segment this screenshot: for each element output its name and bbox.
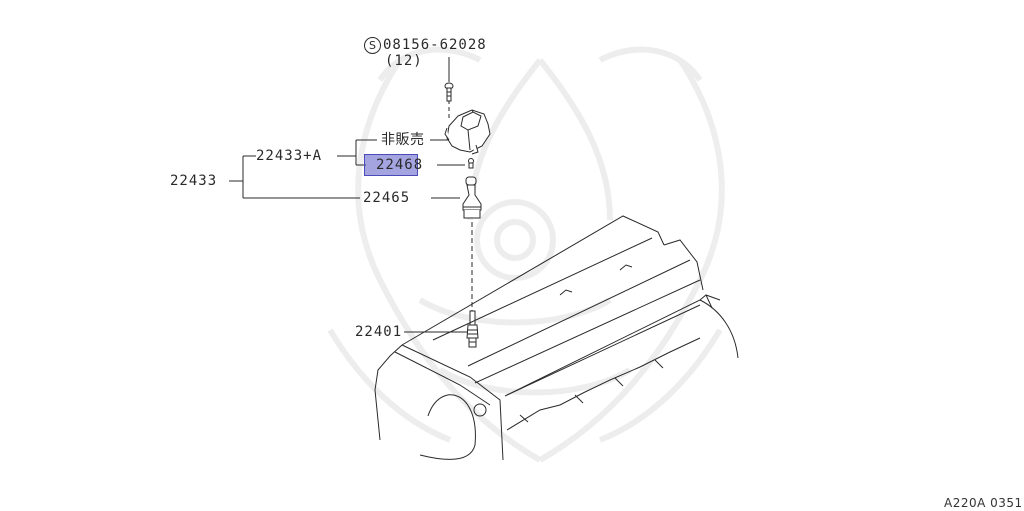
boot-part-number[interactable]: 22465	[363, 190, 411, 206]
service-symbol-icon: S	[364, 37, 381, 54]
bolt-quantity: (12)	[385, 53, 423, 69]
coil-spring-icon	[468, 158, 474, 169]
watermark-emblem-icon	[327, 46, 725, 463]
coil-part-number[interactable]: 22468	[376, 157, 424, 173]
figure-code: A220A 0351	[944, 496, 1023, 510]
assembly-a-part-number[interactable]: 22433+A	[256, 148, 323, 164]
not-for-sale-label: 非販売	[381, 132, 425, 148]
assembly-root-part-number[interactable]: 22433	[170, 173, 218, 189]
bolt-icon	[444, 82, 454, 102]
bolt-part-number[interactable]: 08156-62028	[383, 37, 487, 53]
cylinder-head-cover-icon	[374, 215, 739, 461]
spark-plug-boot-icon	[462, 176, 482, 219]
spark-plug-part-number[interactable]: 22401	[355, 324, 403, 340]
spark-plug-icon	[466, 310, 479, 348]
ignition-coil-icon	[444, 109, 491, 155]
selected-part-highlight	[364, 154, 418, 176]
leader-lines	[229, 57, 473, 333]
